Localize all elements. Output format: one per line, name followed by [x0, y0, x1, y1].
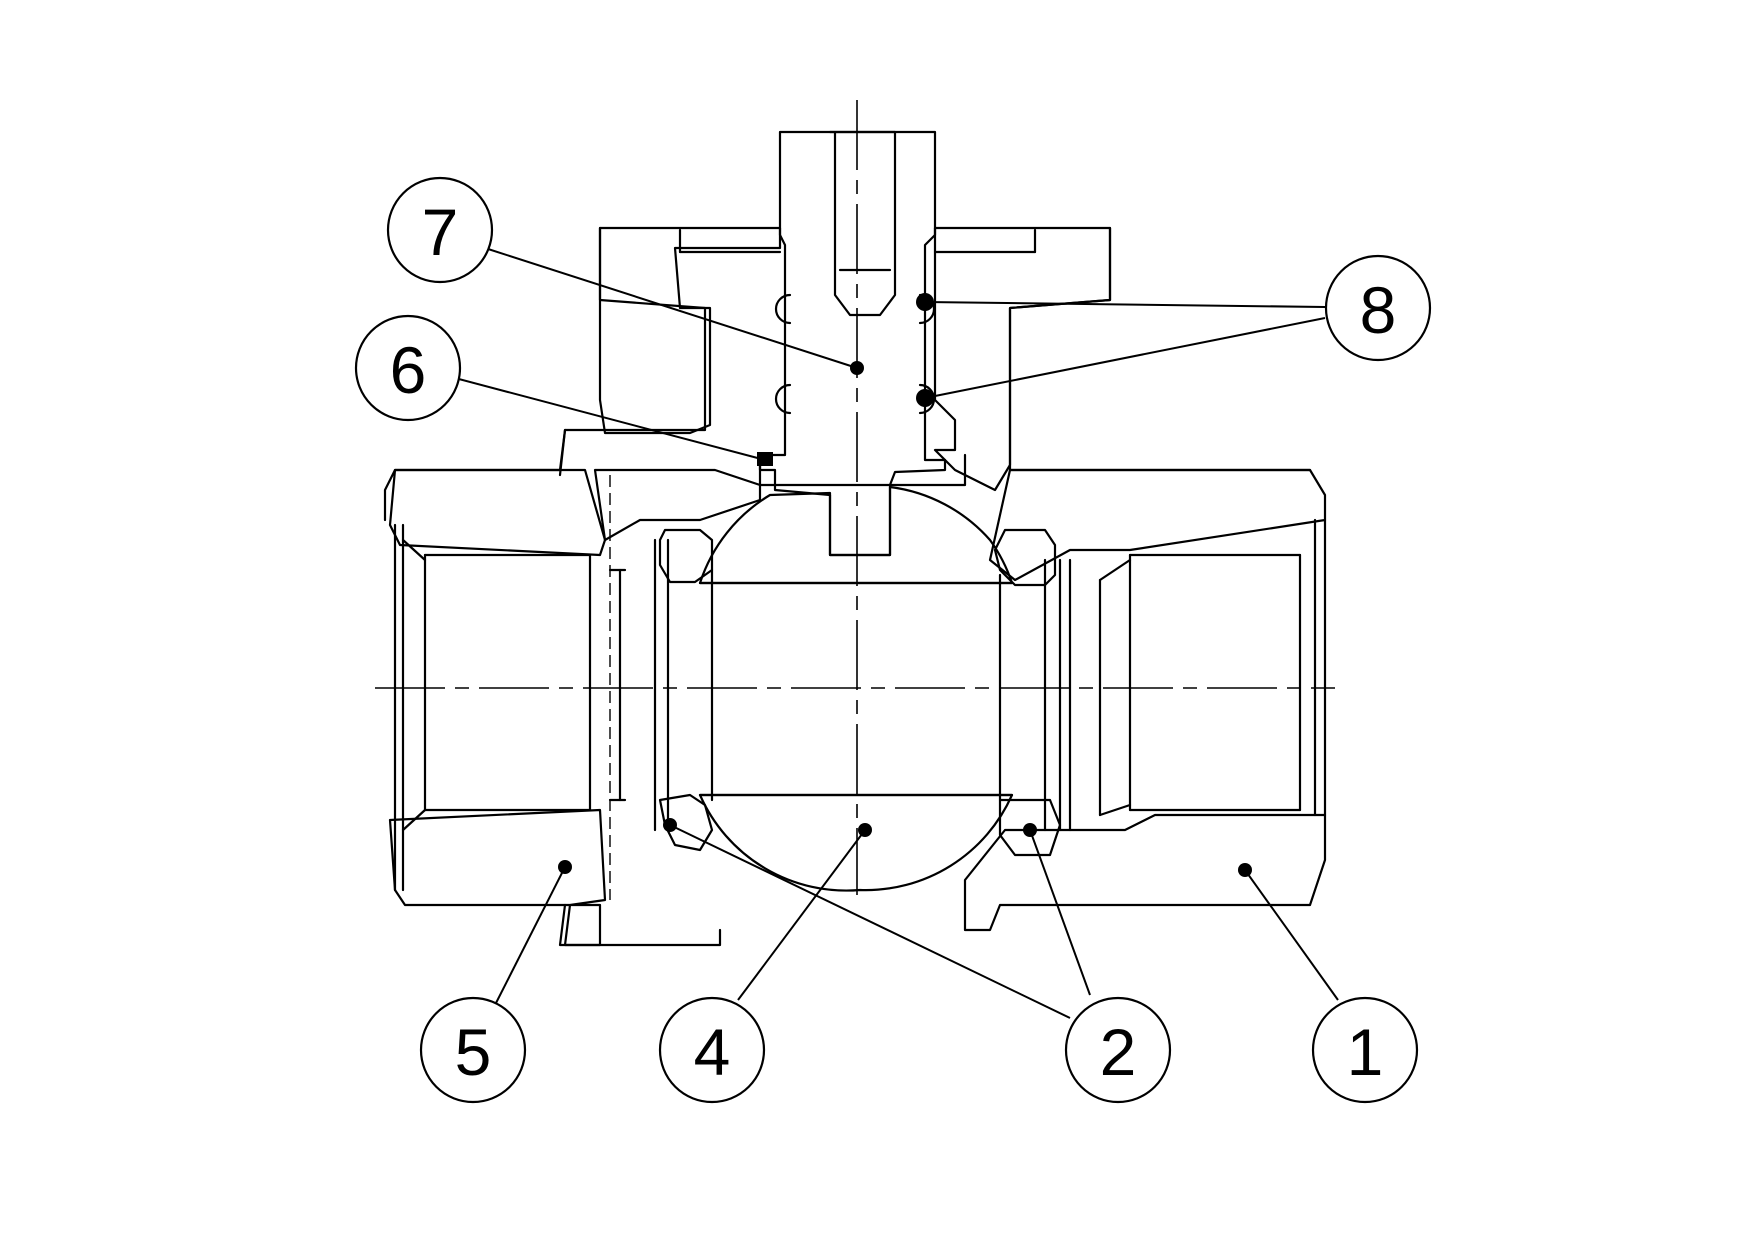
- body-top-wall-left: [593, 468, 762, 542]
- body-neck-outline-right: [1008, 226, 1312, 472]
- seat-right-lower: [998, 798, 1062, 857]
- end-cap: [388, 428, 722, 947]
- body-top-wall: [988, 468, 1327, 582]
- callout-6: 6: [354, 314, 462, 422]
- svg-text:1: 1: [1347, 1015, 1384, 1089]
- body-neck-right: [933, 226, 1112, 492]
- svg-text:6: 6: [390, 333, 427, 407]
- ball-lower: [698, 793, 1014, 892]
- svg-text:2: 2: [1100, 1015, 1137, 1089]
- valve-body: [383, 226, 1327, 932]
- svg-text:5: 5: [455, 1015, 492, 1089]
- end-cap-top: [388, 468, 607, 557]
- body-neck: [598, 226, 782, 435]
- center-lines: [375, 100, 1335, 895]
- svg-text:7: 7: [422, 195, 459, 269]
- callout-5: 5: [419, 996, 527, 1104]
- callout-4: 4: [658, 996, 766, 1104]
- end-cap-bottom: [388, 808, 607, 947]
- callout-2: 2: [1064, 996, 1172, 1104]
- callout-1: 1: [1311, 996, 1419, 1104]
- seats: [653, 528, 1062, 857]
- callout-8: 8: [1324, 254, 1432, 362]
- ball: [698, 485, 1014, 892]
- svg-text:4: 4: [694, 1015, 731, 1089]
- body-bottom-wall: [963, 813, 1327, 932]
- svg-text:8: 8: [1360, 273, 1397, 347]
- callout-7: 7: [386, 176, 494, 284]
- ball-upper: [698, 485, 1014, 585]
- callouts: 1 2 4 5 6: [354, 176, 1432, 1104]
- seat-left-upper: [658, 528, 714, 584]
- stem-shape: [758, 130, 947, 557]
